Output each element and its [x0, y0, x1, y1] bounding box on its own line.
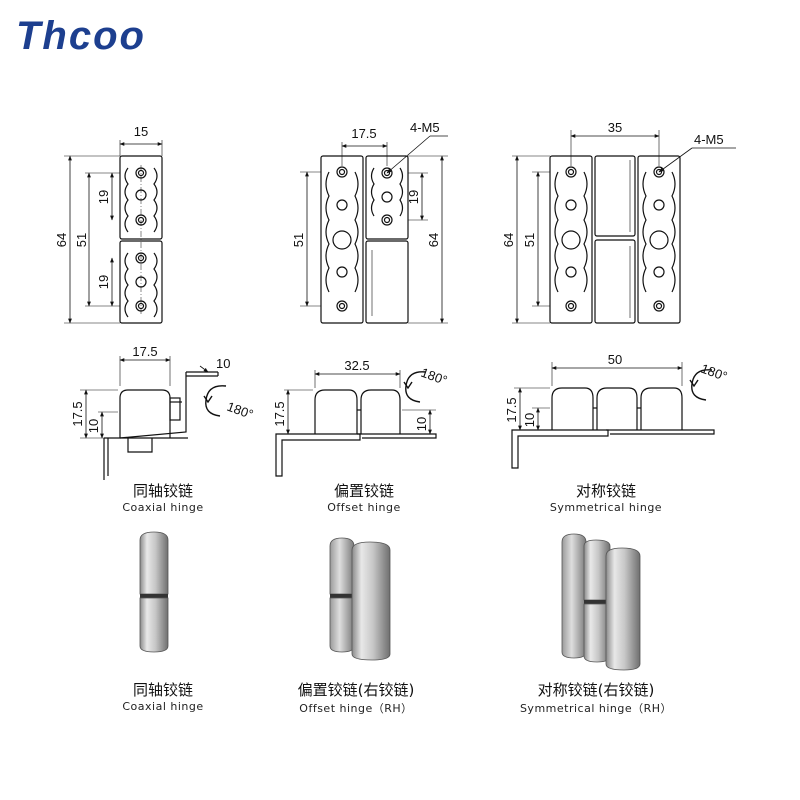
caption-render-coaxial-en: Coaxial hinge: [122, 700, 204, 713]
dim-symmetrical-side-depth: 10: [522, 413, 537, 427]
dim-offset-pitch: 19: [406, 190, 421, 204]
rotation-offset: 180°: [419, 365, 449, 388]
caption-render-coaxial-cn: 同轴铰链: [132, 681, 193, 699]
caption-offset-en: Offset hinge: [327, 501, 401, 514]
dim-symmetrical-hole-spec: 4-M5: [694, 132, 724, 147]
dim-offset-side-width: 32.5: [344, 358, 369, 373]
offset-render: [329, 537, 391, 661]
dim-coaxial-side-width: 17.5: [132, 344, 157, 359]
dim-offset-hole-spec: 4-M5: [410, 120, 440, 135]
dim-symmetrical-side-width: 50: [608, 352, 622, 367]
caption-render-offset-en: Offset hinge（RH）: [299, 702, 413, 715]
dim-coaxial-side-height: 17.5: [70, 401, 85, 426]
offset-front-view: [300, 135, 448, 324]
caption-symmetrical-en: Symmetrical hinge: [549, 501, 663, 514]
caption-coaxial-en: Coaxial hinge: [122, 501, 204, 514]
offset-side-view: [275, 370, 437, 477]
dim-coaxial-height-total: 64: [54, 233, 69, 247]
coaxial-side-view: [80, 356, 227, 480]
caption-coaxial-cn: 同轴铰链: [132, 482, 193, 500]
caption-render-symmetrical-cn: 对称铰链(右铰链): [537, 681, 655, 699]
dim-symmetrical-height-total: 64: [501, 233, 516, 247]
dim-coaxial-side-depth: 10: [216, 356, 230, 371]
dim-offset-side-height: 17.5: [272, 401, 287, 426]
dim-coaxial-height-inner: 51: [74, 233, 89, 247]
dim-symmetrical-width: 35: [608, 120, 622, 135]
dim-offset-height-total: 64: [426, 233, 441, 247]
symmetrical-render: [561, 533, 641, 671]
rotation-symmetrical: 180°: [699, 361, 729, 384]
dim-offset-hole-spacing: 17.5: [351, 126, 376, 141]
dim-offset-height-inner: 51: [291, 233, 306, 247]
caption-symmetrical-cn: 对称铰链: [575, 482, 636, 500]
caption-offset-cn: 偏置铰链: [333, 482, 394, 500]
dim-coaxial-pitch-top: 19: [96, 190, 111, 204]
brand-logo: Thcoo: [16, 14, 146, 58]
coaxial-render: [139, 531, 169, 653]
dim-symmetrical-height-inner: 51: [522, 233, 537, 247]
symmetrical-front-view: [512, 130, 736, 324]
dim-coaxial-side-depth-v: 10: [86, 419, 101, 433]
coaxial-front-view: [64, 140, 163, 324]
dim-coaxial-pitch-bottom: 19: [96, 275, 111, 289]
dim-coaxial-width: 15: [134, 124, 148, 139]
dim-offset-side-depth: 10: [414, 417, 429, 431]
dim-symmetrical-side-height: 17.5: [504, 397, 519, 422]
symmetrical-side-view: [511, 362, 715, 469]
caption-render-offset-cn: 偏置铰链(右铰链): [297, 681, 415, 699]
caption-render-symmetrical-en: Symmetrical hinge（RH）: [519, 702, 673, 715]
rotation-coaxial: 180°: [225, 399, 255, 422]
